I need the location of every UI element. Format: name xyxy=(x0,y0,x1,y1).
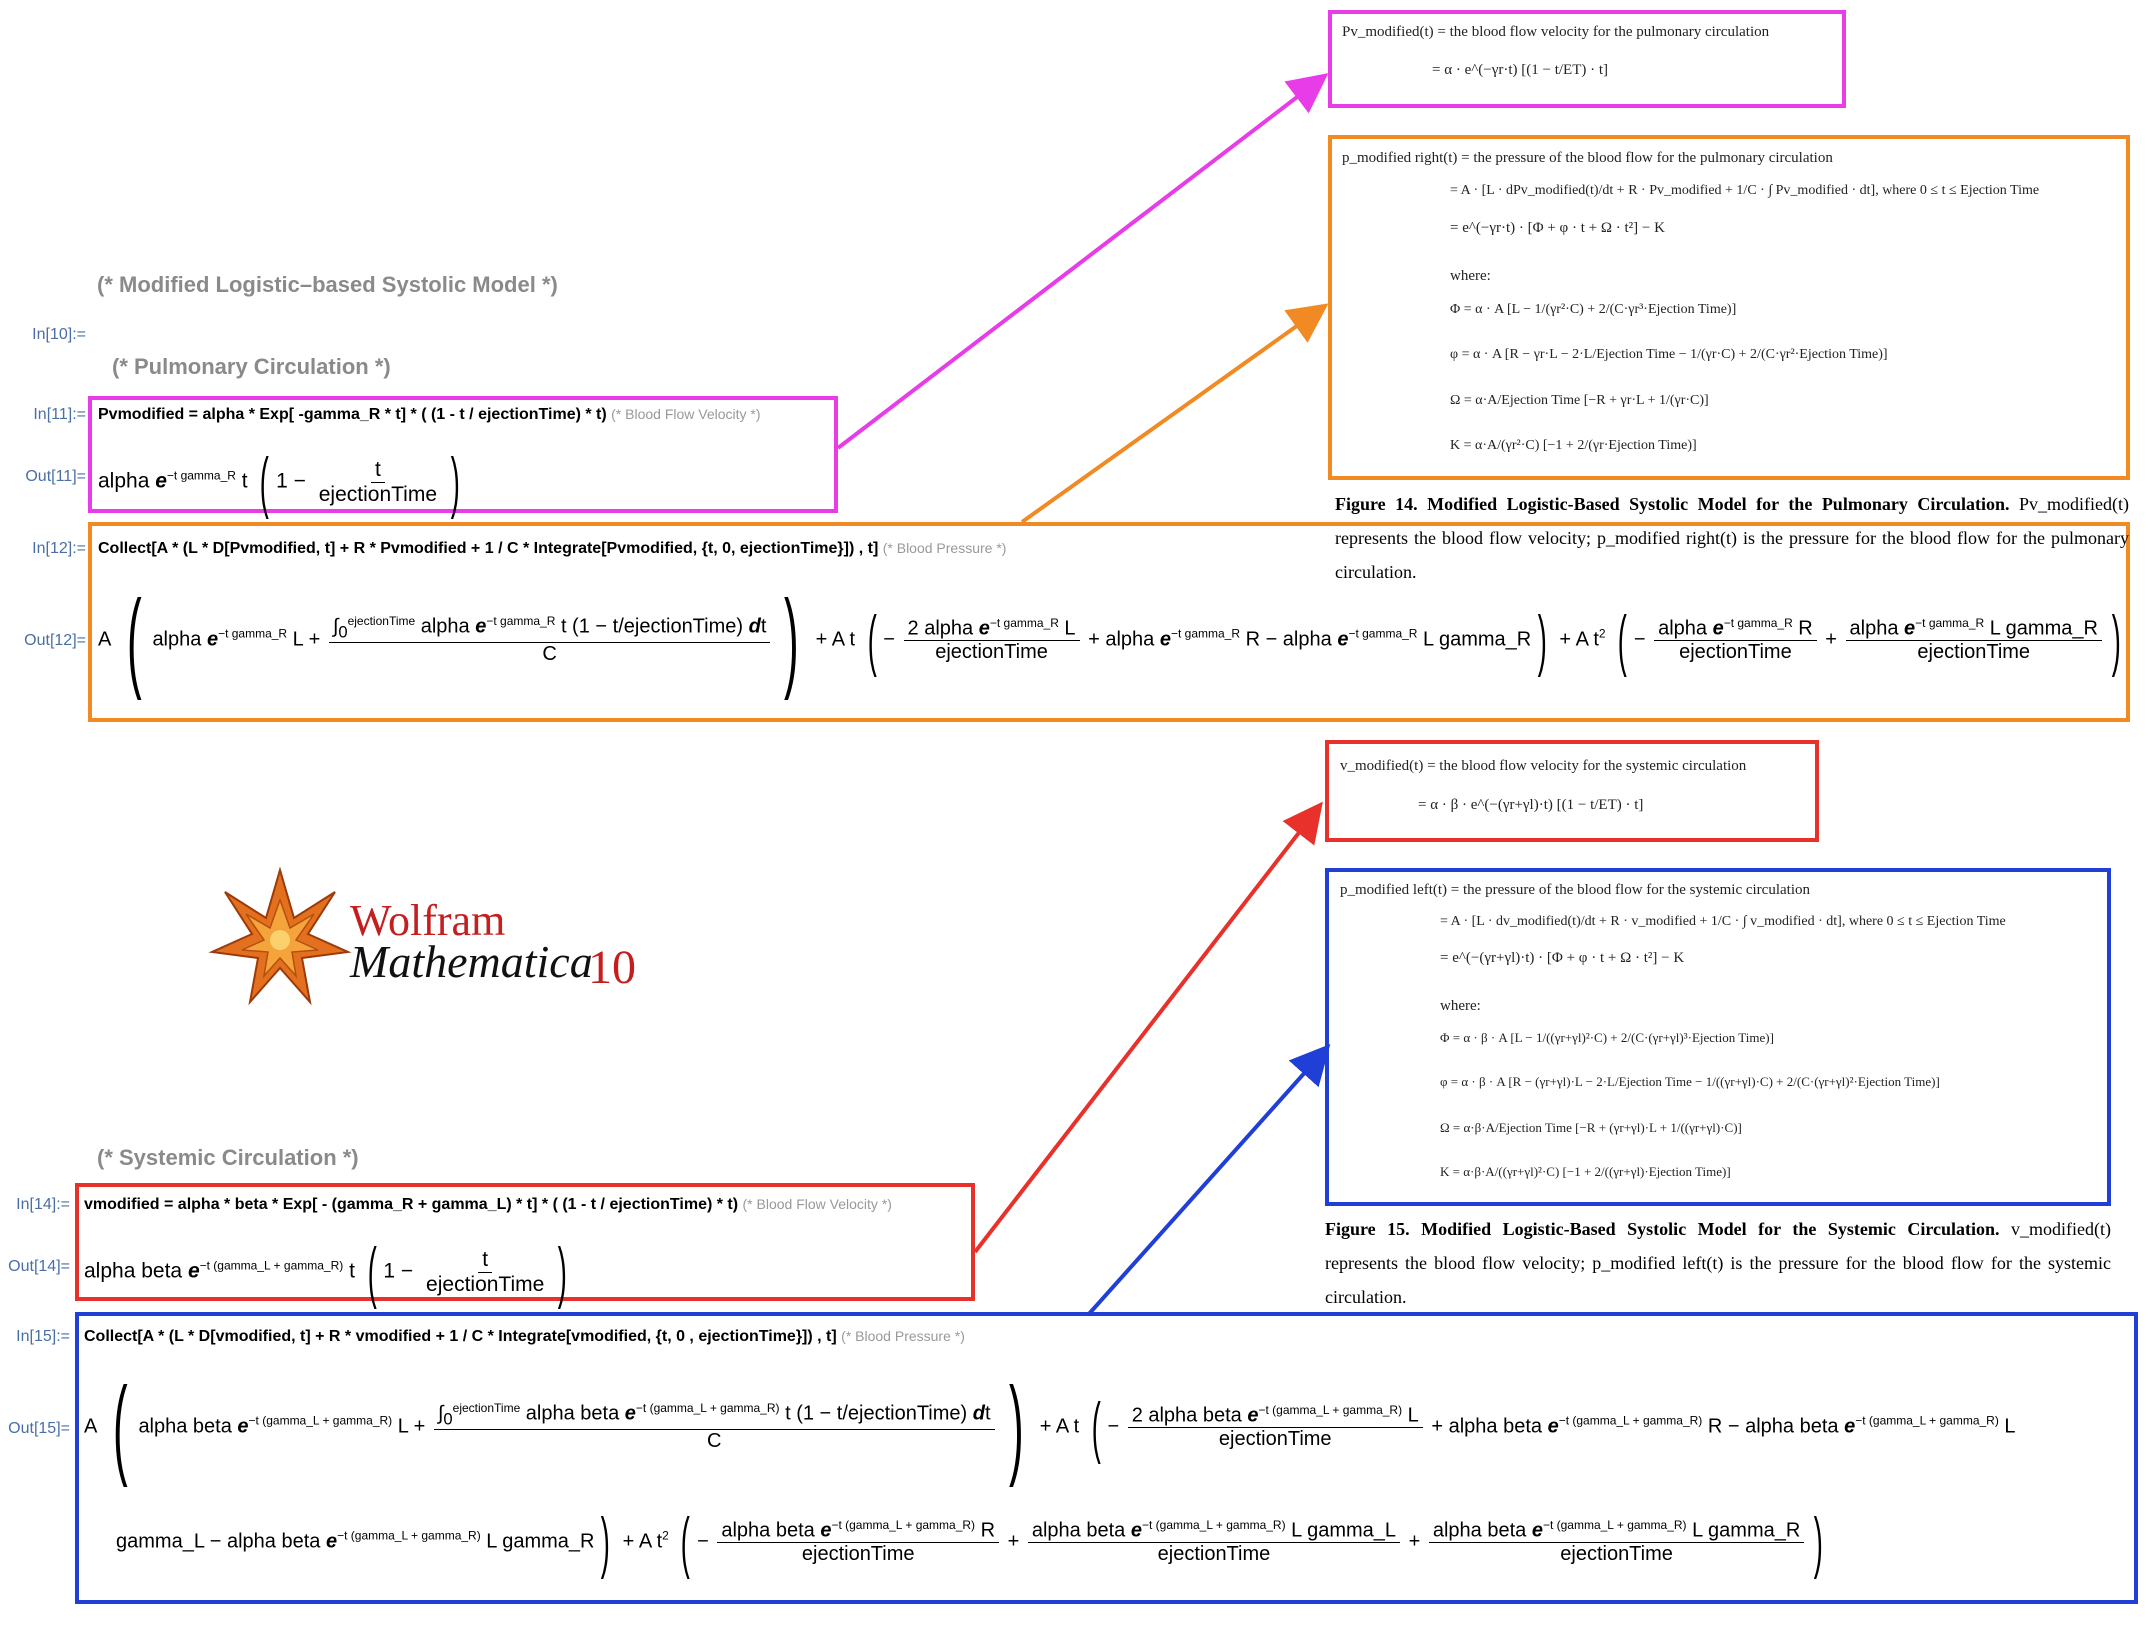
out15-expression-line2: gamma_L − alpha beta e−t (gamma_L + gamm… xyxy=(116,1504,1824,1580)
systemic-pressure-equation-box xyxy=(1325,868,2111,1206)
arrow-pulmonary-velocity xyxy=(836,73,1329,450)
label-out15: Out[15]= xyxy=(8,1420,70,1437)
systemic-velocity-equation-box xyxy=(1325,740,1819,842)
sys-pressure-line1: p_modified left(t) = the pressure of the… xyxy=(1340,882,1810,898)
label-in11: In[11]:= xyxy=(33,406,86,423)
comment-pulmonary: (* Pulmonary Circulation *) xyxy=(112,354,391,379)
pulm-pressure-line1: p_modified right(t) = the pressure of th… xyxy=(1342,150,1833,166)
arrow-systemic-velocity xyxy=(973,801,1323,1254)
pulm-phi: Φ = α · A [L − 1/(γr²·C) + 2/(C·γr³·Ejec… xyxy=(1450,302,1737,317)
pulm-where: where: xyxy=(1450,268,1491,284)
figure14-title: Figure 14. Modified Logistic-Based Systo… xyxy=(1335,494,2010,514)
pulm-varphi: φ = α · A [R − γr·L − 2·L/Ejection Time … xyxy=(1450,347,1888,362)
logo-version: 10 xyxy=(588,941,636,994)
in11-code-text: Pvmodified = alpha * Exp[ -gamma_R * t] … xyxy=(98,406,607,423)
pulm-pressure-line2: = A · [L · dPv_modified(t)/dt + R · Pv_m… xyxy=(1450,183,2040,198)
in12-comment: (* Blood Pressure *) xyxy=(882,540,1007,556)
label-in12: In[12]:= xyxy=(32,540,86,557)
pulmonary-pressure-cell-box xyxy=(88,522,2130,722)
label-out12: Out[12]= xyxy=(24,632,86,649)
sys-where: where: xyxy=(1440,998,1481,1014)
out14-expression: alpha beta e−t (gamma_L + gamma_R) t (1 … xyxy=(84,1234,568,1310)
in14-code-text: vmodified = alpha * beta * Exp[ - (gamma… xyxy=(84,1196,739,1213)
figure15-caption: Figure 15. Modified Logistic-Based Systo… xyxy=(1325,1212,2111,1314)
sys-pressure-line3: = e^(−(γr+γl)·t) · [Φ + φ · t + Ω · t²] … xyxy=(1440,950,1685,966)
arrow-pulmonary-pressure xyxy=(1020,303,1329,524)
in15-code[interactable]: Collect[A * (L * D[vmodified, t] + R * v… xyxy=(84,1328,965,1346)
label-out11: Out[11]= xyxy=(25,468,86,485)
in15-comment: (* Blood Pressure *) xyxy=(841,1328,965,1344)
sys-phi: Φ = α · β · A [L − 1/((γr+γl)²·C) + 2/(C… xyxy=(1440,1030,1774,1045)
sys-varphi: φ = α · β · A [R − (γr+γl)·L − 2·L/Eject… xyxy=(1440,1074,1940,1089)
systemic-pressure-cell-box xyxy=(75,1312,2138,1604)
out15-expression-line1: A (alpha beta e−t (gamma_L + gamma_R) L … xyxy=(84,1365,2016,1488)
figure14-body: Pv_modified(t) represents the blood flow… xyxy=(1335,494,2130,582)
pulm-velocity-line2: = α · e^(−γr·t) [(1 − t/ET) · t] xyxy=(1432,62,1609,78)
arrow-systemic-pressure xyxy=(1086,1044,1331,1317)
pulm-velocity-line1: Pv_modified(t) = the blood flow velocity… xyxy=(1342,24,1770,40)
pulm-k: K = α·A/(γr²·C) [−1 + 2/(γr·Ejection Tim… xyxy=(1450,438,1697,453)
systemic-velocity-cell-box xyxy=(75,1183,975,1301)
in12-code[interactable]: Collect[A * (L * D[Pvmodified, t] + R * … xyxy=(98,540,1006,558)
logo-brand: Wolfram xyxy=(350,896,506,945)
pulmonary-velocity-cell-box xyxy=(88,396,838,513)
label-out14: Out[14]= xyxy=(8,1258,70,1275)
in14-code[interactable]: vmodified = alpha * beta * Exp[ - (gamma… xyxy=(84,1196,892,1214)
in14-comment: (* Blood Flow Velocity *) xyxy=(742,1196,892,1212)
sys-k: K = α·β·A/((γr+γl)²·C) [−1 + 2/((γr+γl)·… xyxy=(1440,1164,1731,1179)
comment-systemic: (* Systemic Circulation *) xyxy=(97,1145,359,1170)
sys-pressure-line2: = A · [L · dv_modified(t)/dt + R · v_mod… xyxy=(1440,914,2006,929)
comment-model: (* Modified Logistic–based Systolic Mode… xyxy=(97,272,558,297)
mathematica-spikey-icon xyxy=(208,866,352,1006)
sys-velocity-line2: = α · β · e^(−(γr+γl)·t) [(1 − t/ET) · t… xyxy=(1418,797,1644,813)
figure15-title: Figure 15. Modified Logistic-Based Systo… xyxy=(1325,1219,2000,1239)
label-in15: In[15]:= xyxy=(16,1328,70,1345)
in11-code[interactable]: Pvmodified = alpha * Exp[ -gamma_R * t] … xyxy=(98,406,761,424)
label-in10: In[10]:= xyxy=(32,326,86,343)
logo-product: Mathematica xyxy=(350,936,593,987)
pulm-omega: Ω = α·A/Ejection Time [−R + γr·L + 1/(γr… xyxy=(1450,393,1709,408)
in11-comment: (* Blood Flow Velocity *) xyxy=(611,406,761,422)
pulmonary-velocity-equation-box xyxy=(1328,10,1846,108)
label-in14: In[14]:= xyxy=(16,1196,70,1213)
out12-expression: A (alpha e−t gamma_R L + ∫0ejectionTime … xyxy=(98,578,2121,701)
sys-velocity-line1: v_modified(t) = the blood flow velocity … xyxy=(1340,758,1747,774)
figure14-caption: Figure 14. Modified Logistic-Based Systo… xyxy=(1335,487,2129,589)
sys-omega: Ω = α·β·A/Ejection Time [−R + (γr+γl)·L … xyxy=(1440,1120,1742,1135)
in12-code-text: Collect[A * (L * D[Pvmodified, t] + R * … xyxy=(98,540,879,557)
in15-code-text: Collect[A * (L * D[vmodified, t] + R * v… xyxy=(84,1328,837,1345)
figure15-body: v_modified(t) represents the blood flow … xyxy=(1325,1219,2111,1307)
pulmonary-pressure-equation-box xyxy=(1328,135,2130,480)
pulm-pressure-line3: = e^(−γr·t) · [Φ + φ · t + Ω · t²] − K xyxy=(1450,220,1665,236)
